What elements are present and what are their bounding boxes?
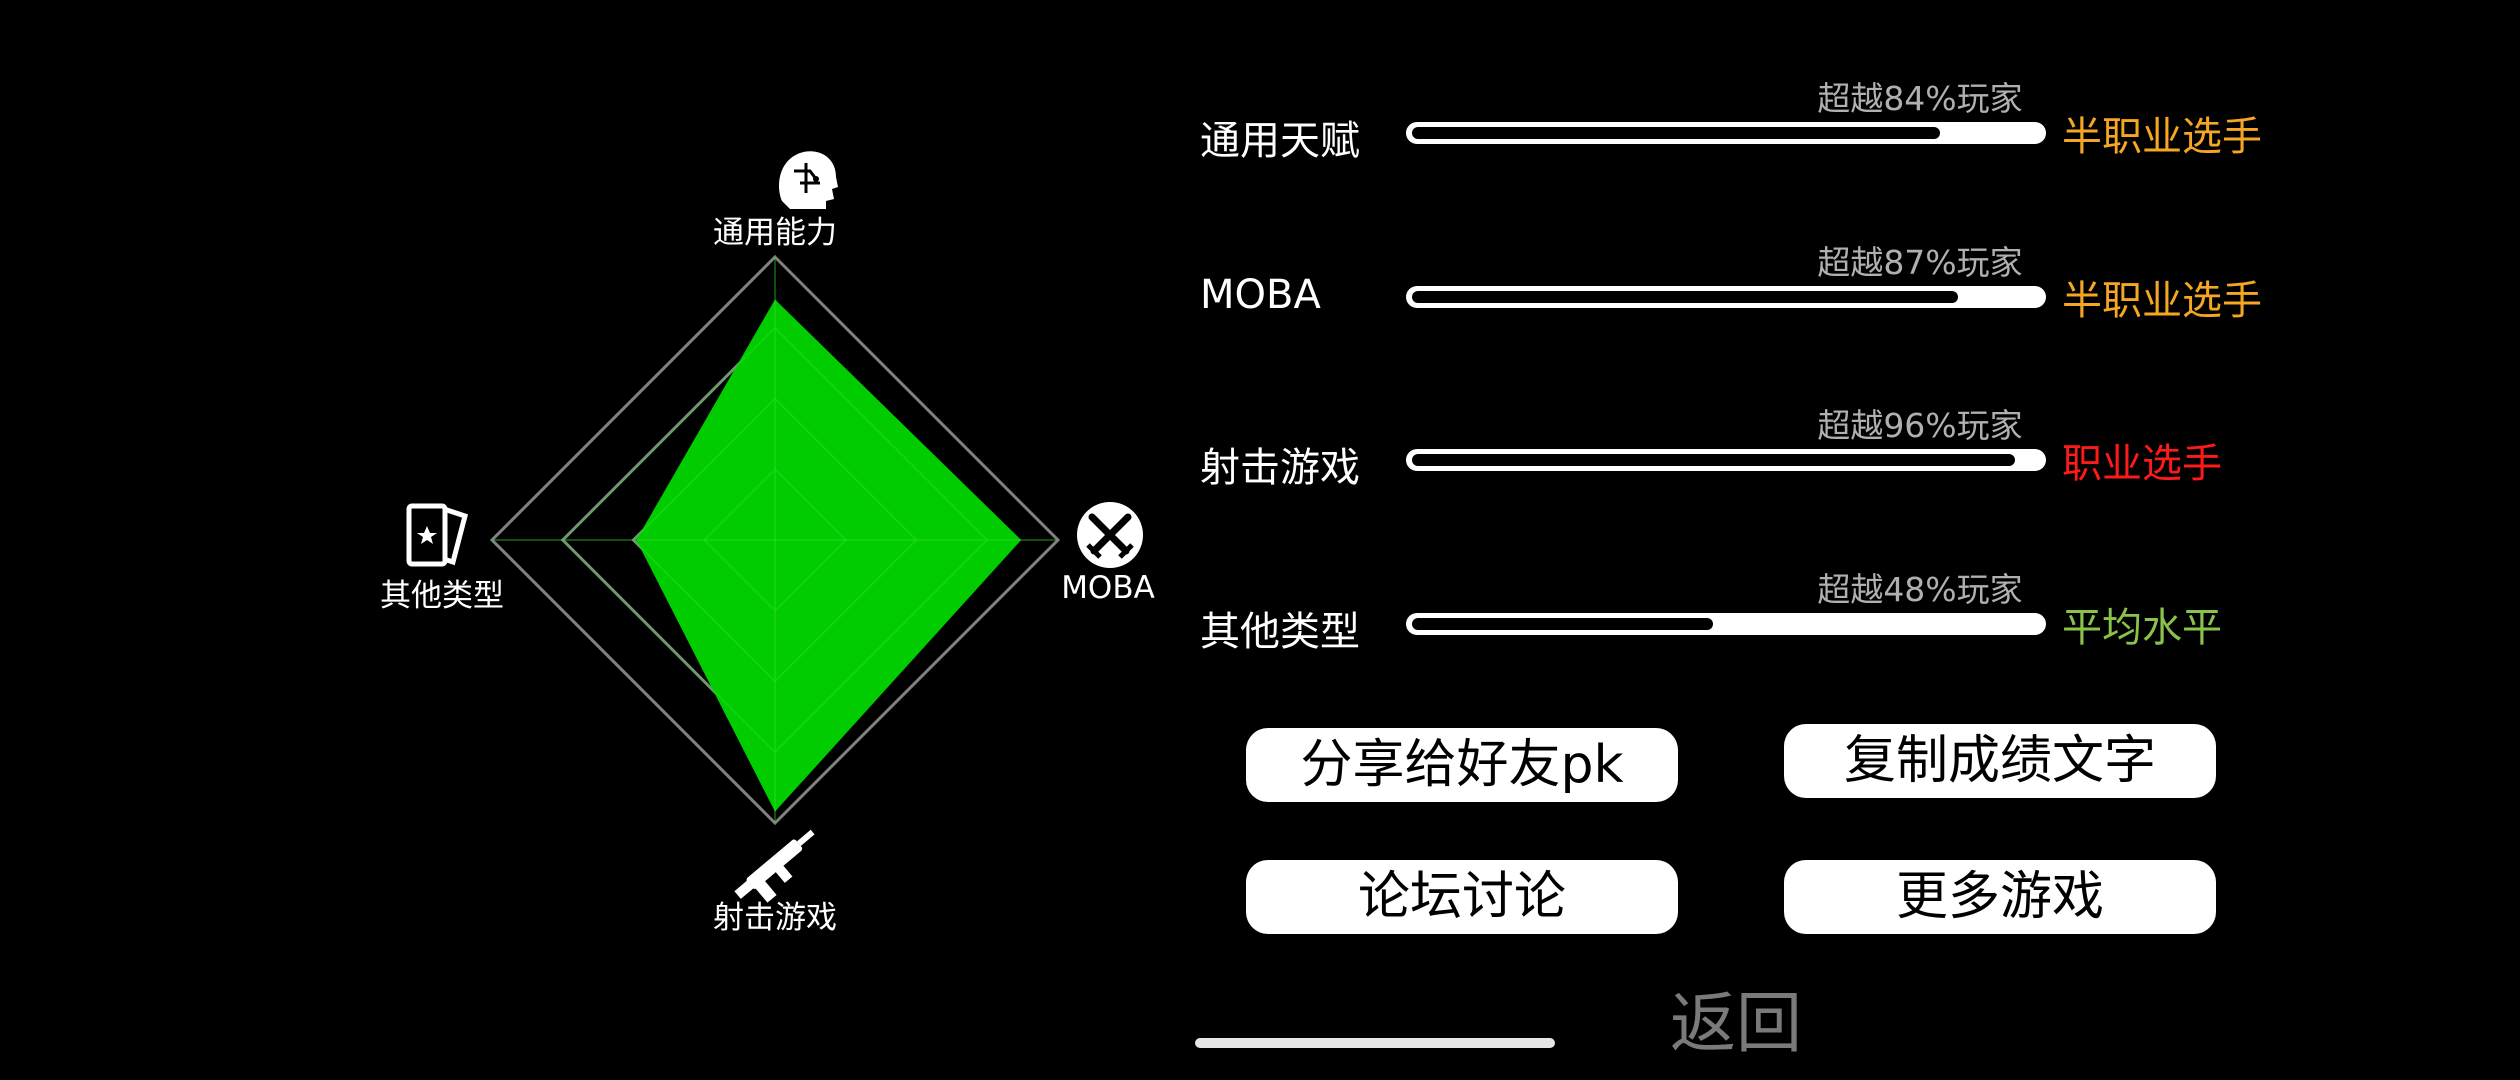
radar-grid-ring <box>489 254 1061 826</box>
stat-rank: 半职业选手 <box>2062 278 2262 324</box>
home-indicator[interactable] <box>1195 1038 1555 1048</box>
stat-row-other: 其他类型 超越48%玩家 平均水平 <box>1200 570 2300 671</box>
stat-name: MOBA <box>1200 272 1321 318</box>
radar-inner-ring <box>632 397 918 683</box>
axis-label-general: 通用能力 <box>713 215 837 251</box>
stat-name: 通用天赋 <box>1200 118 1360 164</box>
head-icon <box>779 151 838 209</box>
stat-percent-text: 超越87%玩家 <box>1817 243 2023 282</box>
stat-row-moba: MOBA 超越87%玩家 半职业选手 <box>1200 243 2300 344</box>
radar-inner-ring <box>561 326 989 754</box>
stat-rank: 半职业选手 <box>2062 114 2262 160</box>
axis-label-shooter: 射击游戏 <box>713 900 837 936</box>
stat-rank: 平均水平 <box>2062 605 2222 651</box>
stat-row-general: 通用天赋 超越84%玩家 半职业选手 <box>1200 79 2300 180</box>
stat-row-shooter: 射击游戏 超越96%玩家 职业选手 <box>1200 406 2300 507</box>
stat-progress-fill <box>1412 291 1958 303</box>
stat-progress-bar <box>1406 449 2046 471</box>
radar-data-shape <box>636 299 1022 812</box>
back-button[interactable]: 返回 <box>1670 985 1802 1062</box>
more-games-button[interactable]: 更多游戏 <box>1784 860 2216 934</box>
radar-inner-ring <box>702 467 848 613</box>
copy-result-button[interactable]: 复制成绩文字 <box>1784 724 2216 798</box>
stat-percent-text: 超越96%玩家 <box>1817 406 2023 445</box>
stat-name: 其他类型 <box>1200 609 1360 655</box>
forum-button[interactable]: 论坛讨论 <box>1246 860 1678 934</box>
stat-percent-text: 超越84%玩家 <box>1817 79 2023 118</box>
radar-chart <box>406 151 1143 903</box>
stat-progress-fill <box>1412 127 1940 139</box>
stat-progress-bar <box>1406 122 2046 144</box>
stat-progress-fill <box>1412 454 2015 466</box>
share-button[interactable]: 分享给好友pk <box>1246 728 1678 802</box>
gun-icon <box>734 829 815 903</box>
axis-label-other: 其他类型 <box>380 578 504 614</box>
stat-rank: 职业选手 <box>2062 441 2222 487</box>
radar-spokes <box>492 257 1058 823</box>
moba-swords-icon <box>1077 502 1143 568</box>
stat-progress-bar <box>1406 613 2046 635</box>
stat-percent-text: 超越48%玩家 <box>1817 570 2023 609</box>
stat-progress-fill <box>1412 618 1713 630</box>
cards-icon <box>406 503 469 567</box>
stat-name: 射击游戏 <box>1200 445 1360 491</box>
stat-progress-bar <box>1406 286 2046 308</box>
axis-label-moba: MOBA <box>1061 570 1155 606</box>
